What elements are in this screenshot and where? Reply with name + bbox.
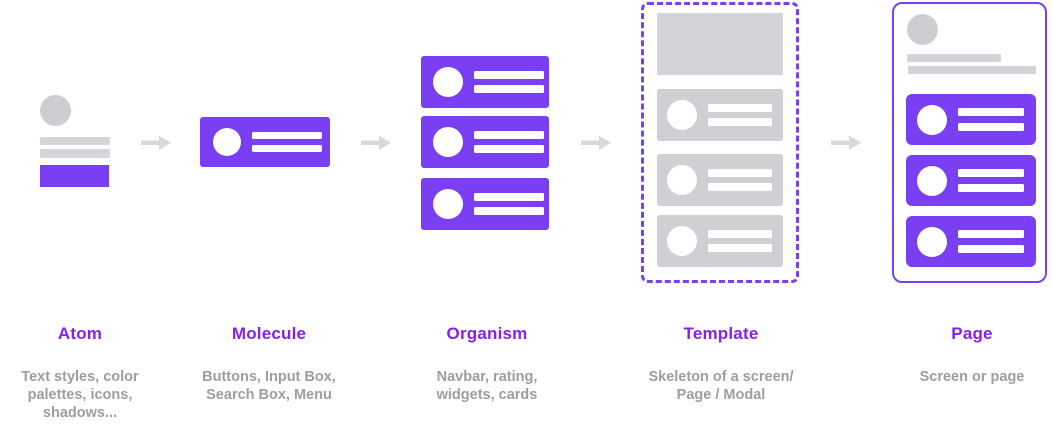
- stage-description-page: Screen or page: [919, 369, 1025, 385]
- text-line-placeholder: [252, 132, 322, 139]
- text-line-placeholder: [958, 123, 1024, 131]
- text-lines-placeholder: [708, 169, 772, 191]
- text-lines-placeholder: [708, 104, 772, 126]
- text-line-placeholder: [907, 54, 1001, 62]
- stage-description-atom: Text styles, color palettes, icons, shad…: [21, 369, 139, 421]
- avatar-circle-placeholder: [433, 189, 463, 219]
- text-lines-placeholder: [474, 71, 544, 93]
- text-line-placeholder: [40, 149, 110, 158]
- text-line-placeholder: [708, 230, 772, 238]
- avatar-circle-placeholder: [667, 165, 697, 195]
- text-line-placeholder: [708, 169, 772, 177]
- arrow-right-icon: [831, 135, 861, 150]
- text-line-placeholder: [908, 66, 1036, 74]
- text-line-placeholder: [474, 207, 544, 215]
- template-card: [657, 215, 783, 267]
- arrow-right-icon: [141, 135, 171, 150]
- text-lines-placeholder: [708, 230, 772, 252]
- page-frame: [892, 2, 1047, 283]
- color-swatch-placeholder: [40, 165, 109, 187]
- text-lines-placeholder: [958, 230, 1024, 253]
- page-card: [906, 216, 1036, 267]
- text-line-placeholder: [708, 183, 772, 191]
- page-card: [906, 94, 1036, 145]
- text-lines-placeholder: [474, 131, 544, 153]
- stage-description-organism: Navbar, rating, widgets, cards: [436, 369, 538, 403]
- avatar-circle-placeholder: [917, 226, 947, 257]
- avatar-circle-placeholder: [907, 14, 938, 45]
- avatar-circle-placeholder: [667, 100, 697, 130]
- text-line-placeholder: [40, 137, 110, 145]
- stage-description-molecule: Buttons, Input Box, Search Box, Menu: [202, 369, 336, 403]
- molecule-card: [200, 117, 330, 167]
- template-card: [657, 154, 783, 206]
- text-line-placeholder: [474, 145, 544, 153]
- stage-label-page: Page: [951, 324, 993, 343]
- avatar-circle-placeholder: [433, 127, 463, 157]
- header-block-placeholder: [657, 13, 783, 75]
- avatar-circle-placeholder: [917, 165, 947, 196]
- text-lines-placeholder: [958, 108, 1024, 131]
- text-line-placeholder: [474, 131, 544, 139]
- avatar-circle-placeholder: [40, 95, 71, 126]
- text-line-placeholder: [474, 85, 544, 93]
- page-card: [906, 155, 1036, 206]
- text-line-placeholder: [958, 230, 1024, 238]
- avatar-circle-placeholder: [213, 128, 241, 156]
- stage-label-atom: Atom: [57, 324, 103, 343]
- avatar-circle-placeholder: [917, 104, 947, 135]
- text-lines-placeholder: [958, 169, 1024, 192]
- template-frame: [641, 2, 799, 283]
- arrow-right-icon: [361, 135, 391, 150]
- text-line-placeholder: [474, 71, 544, 79]
- text-lines-placeholder: [474, 193, 544, 215]
- stage-label-organism: Organism: [446, 324, 528, 343]
- text-lines-placeholder: [252, 132, 322, 152]
- text-line-placeholder: [708, 244, 772, 252]
- avatar-circle-placeholder: [667, 226, 697, 256]
- text-line-placeholder: [958, 184, 1024, 192]
- avatar-circle-placeholder: [433, 67, 463, 97]
- organism-card: [421, 116, 549, 168]
- template-card: [657, 89, 783, 141]
- stage-label-template: Template: [683, 324, 759, 343]
- text-line-placeholder: [708, 118, 772, 126]
- text-line-placeholder: [252, 145, 322, 152]
- organism-card: [421, 56, 549, 108]
- organism-card: [421, 178, 549, 230]
- text-line-placeholder: [708, 104, 772, 112]
- text-line-placeholder: [474, 193, 544, 201]
- stage-description-template: Skeleton of a screen/ Page / Modal: [648, 369, 794, 403]
- stage-label-molecule: Molecule: [231, 324, 307, 343]
- text-line-placeholder: [958, 169, 1024, 177]
- text-line-placeholder: [958, 108, 1024, 116]
- text-line-placeholder: [958, 245, 1024, 253]
- arrow-right-icon: [581, 135, 611, 150]
